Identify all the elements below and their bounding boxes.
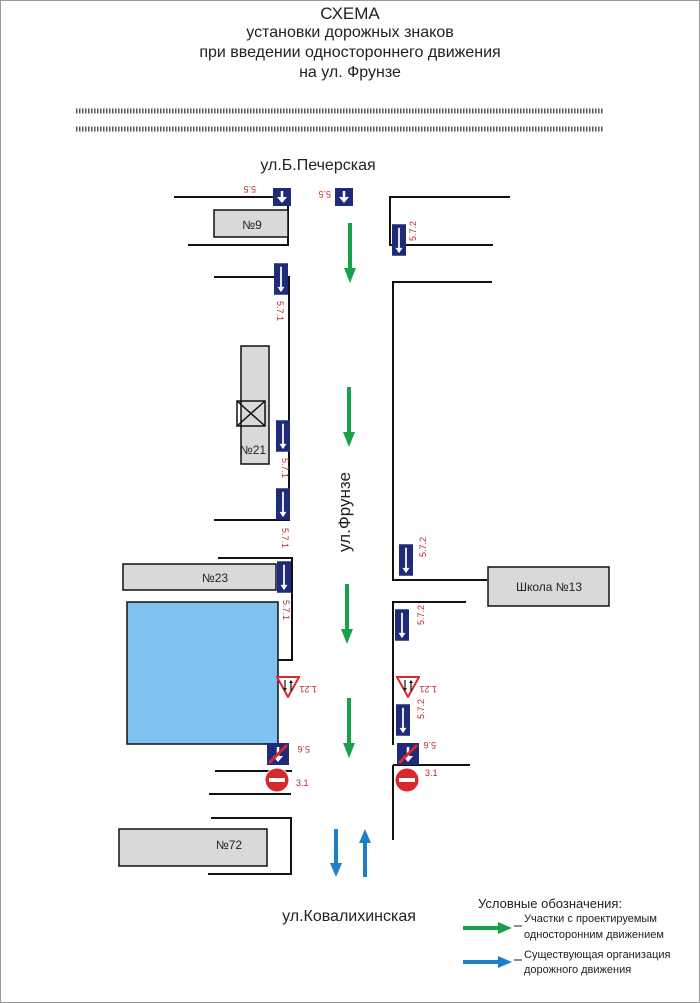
sign-5-7-1-a xyxy=(274,262,288,296)
blue-arrow-down xyxy=(330,829,342,877)
sign-5-7-2-b xyxy=(399,543,413,577)
street-top-label: ул.Б.Печерская xyxy=(260,157,375,174)
label-3-1-right: 3.1 xyxy=(425,768,438,778)
sign-1-21-right xyxy=(396,676,420,698)
sign-3-1-left xyxy=(264,767,290,793)
school-label: Школа №13 xyxy=(516,580,582,594)
building-23-label: №23 xyxy=(202,571,229,585)
street-outlines xyxy=(174,196,510,875)
legend-green-arrow-icon xyxy=(463,922,512,934)
label-1-21-left: 1.21 xyxy=(299,684,317,694)
legend-blue-arrow-icon xyxy=(463,956,512,968)
legend-blue-line2: дорожного движения xyxy=(524,964,631,976)
title-line-4: на ул. Фрунзе xyxy=(299,64,401,81)
title-line-2: установки дорожных знаков xyxy=(246,24,454,41)
label-3-1-left: 3.1 xyxy=(296,778,309,788)
building-21-label: №21 xyxy=(240,443,267,457)
label-5-7-2-top: 5.7.2 xyxy=(408,221,418,241)
label-5-7-1-d: 5.7.1 xyxy=(281,600,291,620)
legend-green-line1: Участки с проектируемым xyxy=(524,913,657,925)
sign-5-5-left xyxy=(273,188,291,206)
sign-3-1-right xyxy=(394,767,420,793)
sign-5-5-center xyxy=(335,188,353,206)
sign-5-6-left xyxy=(266,743,290,765)
building-23 xyxy=(122,563,277,591)
sign-5-6-right xyxy=(396,743,420,765)
sign-1-21-left xyxy=(276,676,300,698)
blue-arrows xyxy=(330,829,371,877)
street-main-label: ул.Фрунзе xyxy=(335,472,354,552)
green-arrow-2 xyxy=(343,387,355,447)
title-line-3: при введении одностороннего движения xyxy=(199,44,501,61)
label-5-6-right: 5.6 xyxy=(423,740,436,750)
label-5-7-2-c: 5.7.2 xyxy=(416,605,426,625)
green-arrow-4 xyxy=(343,698,355,758)
railway xyxy=(76,108,604,132)
blue-arrow-up xyxy=(359,829,371,877)
label-5-7-1-a: 5.7.1 xyxy=(275,301,285,321)
label-5-7-1-c: 5.7.1 xyxy=(280,528,290,548)
label-5-7-2-d: 5.7.2 xyxy=(416,699,426,719)
sign-5-7-2-top xyxy=(392,223,406,257)
building-9 xyxy=(213,209,289,238)
green-arrow-1 xyxy=(344,223,356,283)
buildings xyxy=(118,209,610,867)
street-bottom-label: ул.Ковалихинская xyxy=(282,908,416,925)
sign-5-7-1-b xyxy=(276,419,290,453)
legend-title: Условные обозначения: xyxy=(478,896,622,911)
green-arrow-3 xyxy=(341,584,353,644)
label-1-21-right: 1.21 xyxy=(419,684,437,694)
school-13 xyxy=(487,566,610,607)
highlighted-area xyxy=(126,601,279,745)
building-9-label: №9 xyxy=(242,218,262,232)
label-5-5-left: 5.5 xyxy=(243,184,256,194)
sign-labels: 5.5 5.5 5.7.2 5.7.1 5.7.1 5.7.1 5.7.2 5.… xyxy=(243,184,437,788)
label-5-6-left: 5.6 xyxy=(297,744,310,754)
legend-green-line2: односторонним движением xyxy=(524,929,664,941)
sign-5-7-1-c xyxy=(276,487,290,521)
legend-blue-line1: Существующая организация xyxy=(524,949,671,961)
title-line-1: СХЕМА xyxy=(320,4,380,23)
legend: Условные обозначения: Участки с проектир… xyxy=(463,896,671,976)
sign-5-7-2-d xyxy=(396,703,410,737)
green-arrows xyxy=(341,223,356,758)
label-5-7-1-b: 5.7.1 xyxy=(280,458,290,478)
label-5-7-2-b: 5.7.2 xyxy=(418,537,428,557)
label-5-5-center: 5.5 xyxy=(318,189,331,199)
sign-5-7-1-d xyxy=(277,560,291,594)
sign-5-7-2-c xyxy=(395,608,409,642)
building-72 xyxy=(118,828,268,867)
building-72-label: №72 xyxy=(216,838,243,852)
